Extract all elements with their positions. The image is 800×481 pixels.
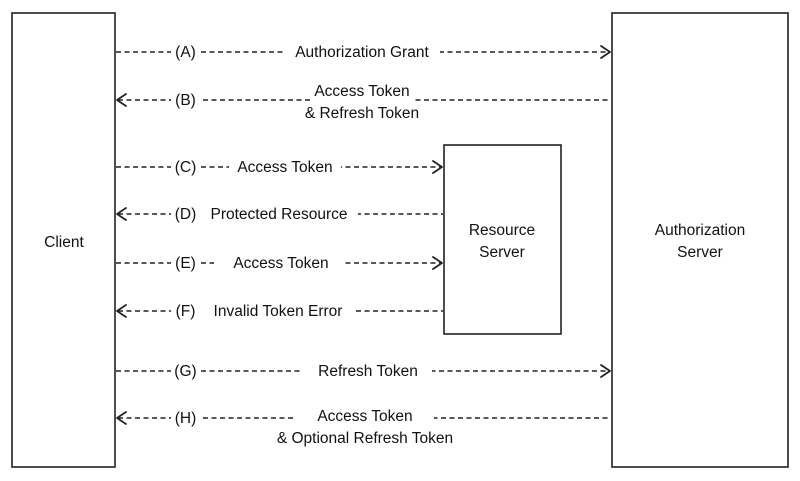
flow-a: (A) Authorization Grant [116, 42, 611, 62]
flow-a-step: (A) [175, 44, 196, 61]
flow-g-label-mask [302, 361, 432, 381]
flow-f-step: (F) [176, 303, 196, 320]
flow-e-label-mask [214, 253, 344, 273]
authorization-server-node: Authorization Server [611, 12, 789, 468]
client-label: Client [44, 234, 84, 251]
flow-d-step: (D) [175, 206, 197, 223]
flow-h-arrowhead [116, 411, 127, 425]
resource-server-box [443, 144, 562, 335]
flow-c-label-mask [229, 157, 341, 177]
flow-c-step-mask [171, 157, 200, 177]
flow-g-label: Refresh Token [318, 363, 418, 380]
flow-b-step: (B) [175, 92, 196, 109]
flow-c-arrowhead [432, 160, 443, 174]
flow-e-step-mask [171, 253, 200, 273]
flow-g: (G) Refresh Token [116, 361, 611, 381]
flow-h: (H) Access Token & Optional Refresh Toke… [116, 407, 611, 447]
flow-f-label: Invalid Token Error [214, 303, 343, 320]
flow-h-label-mask [296, 407, 434, 427]
flow-b-label-line-2: & Refresh Token [305, 105, 419, 122]
flow-c-label: Access Token [237, 159, 332, 176]
flow-b-step-mask [171, 90, 200, 110]
flow-b-label-line-1: Access Token [314, 83, 409, 100]
flow-e: (E) Access Token [116, 253, 443, 273]
flow-e-arrowhead [432, 256, 443, 270]
flow-g-step-mask [171, 361, 200, 381]
flow-c: (C) Access Token [116, 157, 443, 177]
flow-a-arrowhead [600, 45, 611, 59]
flow-d-label: Protected Resource [211, 206, 348, 223]
flow-e-step: (E) [175, 255, 196, 272]
flow-a-step-mask [171, 42, 200, 62]
flow-g-step: (G) [174, 363, 196, 380]
resource-server-label-line-2: Server [479, 244, 525, 261]
flow-h-label-line-2: & Optional Refresh Token [277, 430, 453, 447]
flow-h-step: (H) [175, 410, 197, 427]
flow-b: (B) Access Token & Refresh Token [116, 83, 611, 122]
flow-c-step: (C) [175, 159, 197, 176]
authorization-server-box [611, 12, 789, 468]
client-node: Client [11, 12, 116, 468]
flow-d: (D) Protected Resource [116, 204, 443, 224]
flow-d-arrowhead [116, 207, 127, 221]
client-box [11, 12, 116, 468]
authorization-server-label-line-2: Server [677, 244, 723, 261]
flow-a-label: Authorization Grant [295, 44, 429, 61]
flow-g-arrowhead [600, 364, 611, 378]
flow-f-label-mask [202, 301, 356, 321]
flow-d-label-mask [200, 204, 358, 224]
flow-h-step-mask [171, 408, 200, 428]
flow-a-label-mask [284, 42, 440, 62]
flow-f-step-mask [171, 301, 200, 321]
flow-d-step-mask [171, 204, 200, 224]
resource-server-node: Resource Server [443, 144, 562, 335]
flow-f-arrowhead [116, 304, 127, 318]
flow-b-label-mask [310, 91, 414, 108]
flow-h-label-line-1: Access Token [317, 408, 412, 425]
flow-e-label: Access Token [233, 255, 328, 272]
authorization-server-label-line-1: Authorization [655, 222, 745, 239]
resource-server-label-line-1: Resource [469, 222, 535, 239]
flow-f: (F) Invalid Token Error [116, 301, 443, 321]
flow-b-arrowhead [116, 93, 127, 107]
